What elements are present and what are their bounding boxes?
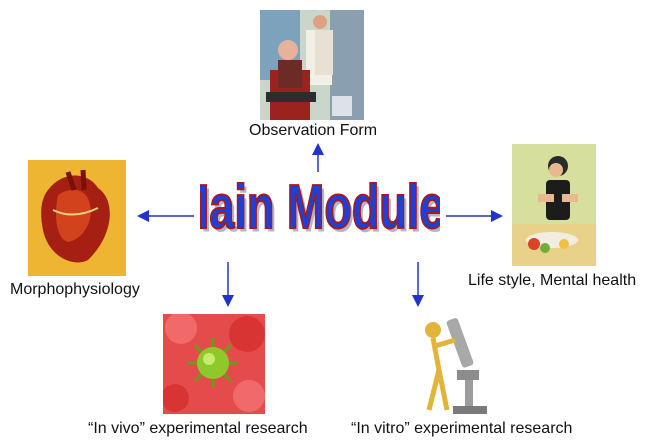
morphophysiology-label: Morphophysiology <box>10 281 140 298</box>
doctor-patient-clipart <box>260 10 364 120</box>
main-modules-title: Main Modules Main Modules <box>200 178 440 246</box>
title-shadow: Main Modules <box>200 178 440 246</box>
virus-blood-cells-clipart <box>163 314 265 414</box>
observation-form-label: Observation Form <box>249 122 378 139</box>
woman-eating-clipart <box>512 144 596 266</box>
microscope-figure-clipart <box>409 310 491 420</box>
title-text: Main Modules <box>200 178 440 242</box>
lifestyle-mental-health-label: Life style, Mental health <box>468 272 637 289</box>
in-vivo-label: “In vivo” experimental research <box>88 420 308 437</box>
in-vitro-label: “In vitro” experimental research <box>351 420 573 437</box>
heart-anatomy-clipart <box>28 160 126 276</box>
